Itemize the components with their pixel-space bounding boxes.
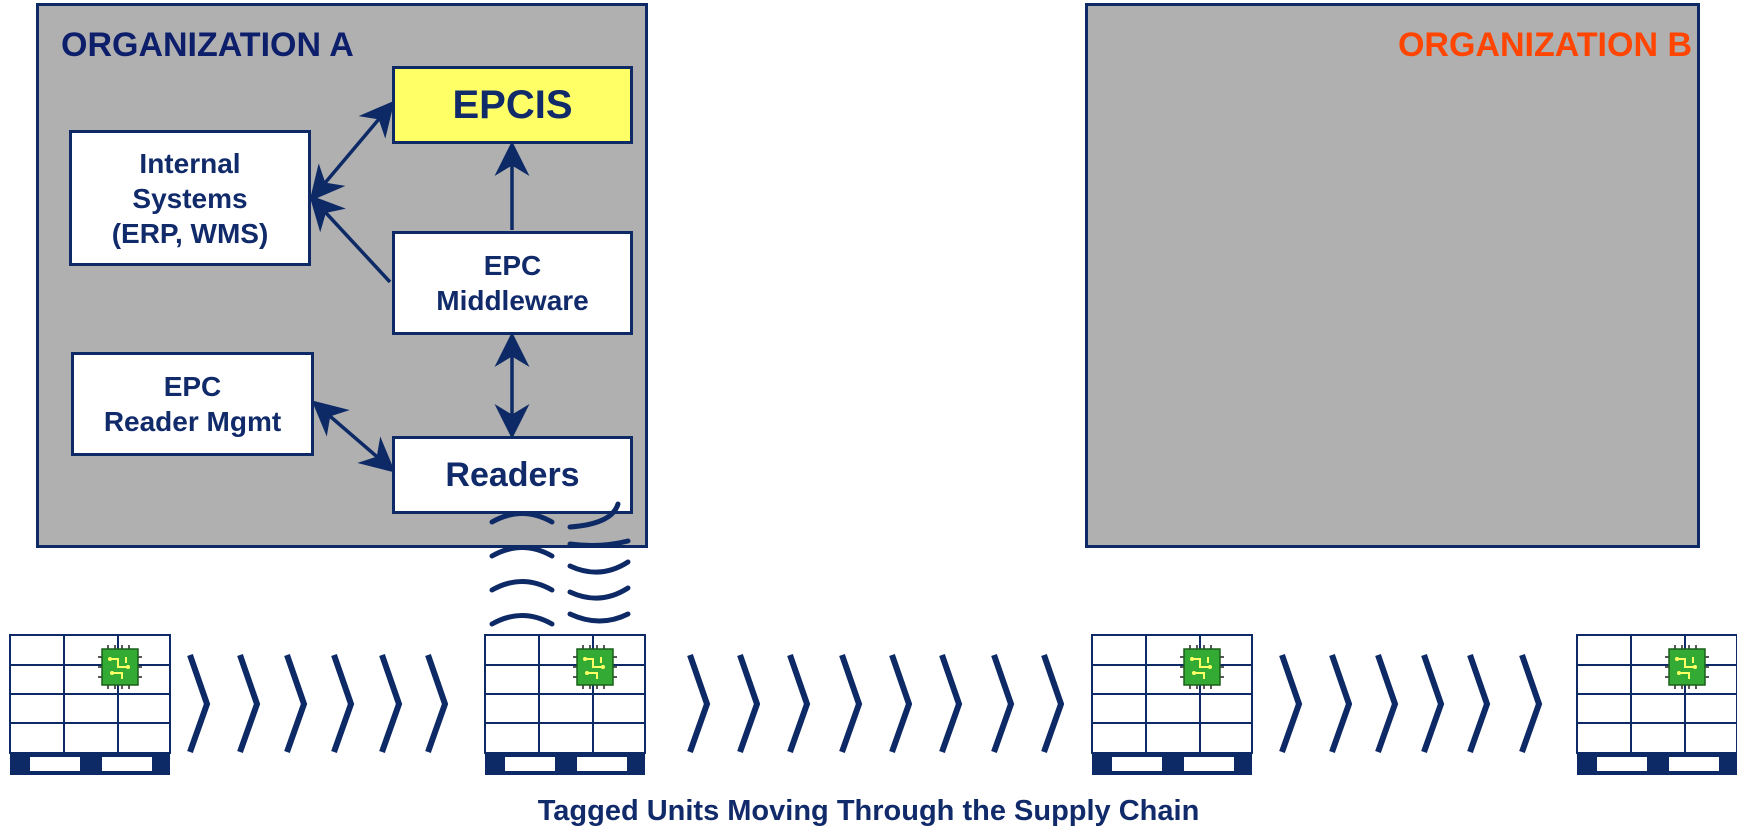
epcis-box: EPCIS	[392, 66, 633, 144]
pallet-3	[1091, 634, 1253, 776]
epc-middleware-box: EPC Middleware	[392, 231, 633, 335]
middleware-internal-arrow	[309, 194, 392, 284]
radio-wave-icon	[489, 501, 631, 627]
readers-label: Readers	[445, 455, 580, 494]
epc-reader-mgmt-box: EPC Reader Mgmt	[71, 352, 314, 456]
pallet-4	[1576, 634, 1737, 776]
organization-a-title: ORGANIZATION A	[61, 26, 354, 64]
epcis-internal-arrow	[309, 100, 395, 202]
epcis-label: EPCIS	[452, 83, 573, 127]
pallet-1	[9, 634, 171, 776]
organization-b-panel: ORGANIZATION B	[1085, 3, 1700, 548]
middleware-line-2: Middleware	[436, 285, 589, 316]
reader-mgmt-readers-arrow	[311, 400, 396, 473]
internal-systems-box: Internal Systems (ERP, WMS)	[69, 130, 311, 266]
middleware-line-1: EPC	[483, 250, 542, 281]
internal-systems-line-3: (ERP, WMS)	[111, 217, 269, 249]
internal-systems-line-1: Internal	[139, 147, 241, 179]
chevron-right-icon	[187, 654, 1543, 754]
reader-mgmt-line-1: EPC	[163, 371, 222, 402]
pallet-2	[484, 634, 646, 776]
organization-b-title: ORGANIZATION B	[1397, 26, 1692, 64]
reader-mgmt-line-2: Reader Mgmt	[103, 406, 282, 437]
internal-systems-line-2: Systems	[132, 182, 248, 214]
supply-chain-caption: Tagged Units Moving Through the Supply C…	[537, 795, 1200, 827]
